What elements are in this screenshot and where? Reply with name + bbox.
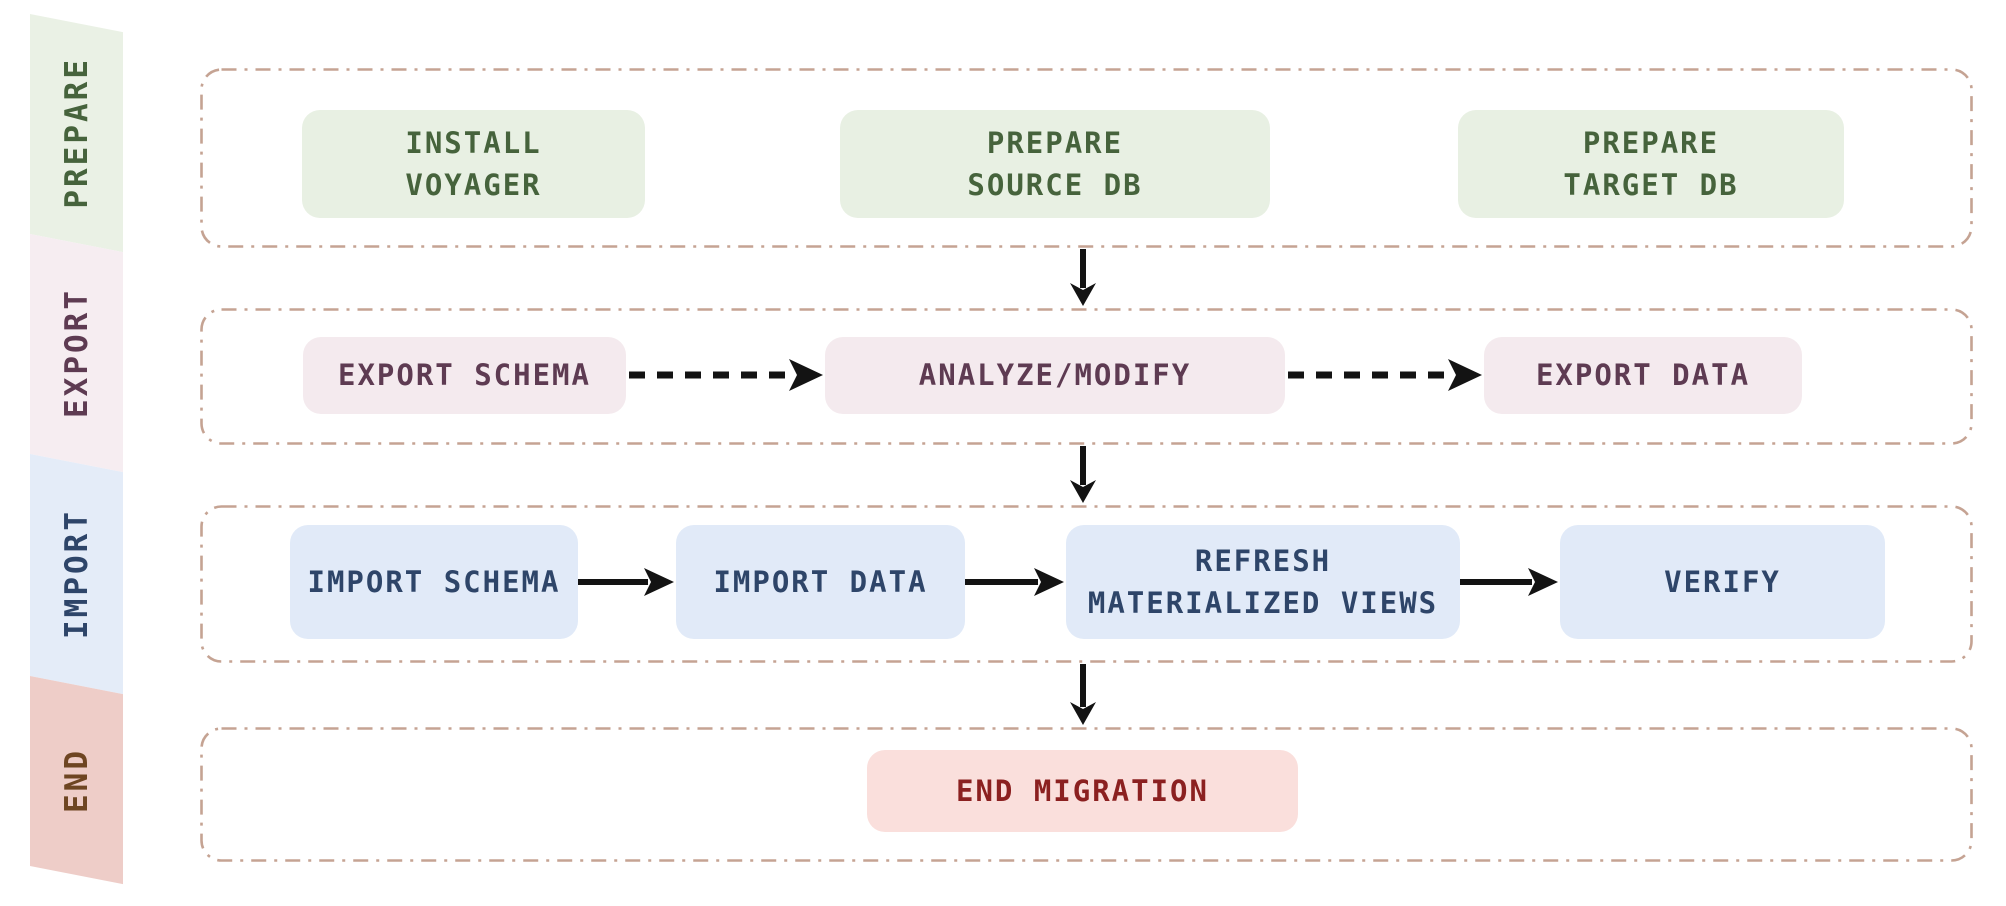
phase-band-export — [30, 234, 123, 473]
step-import-data-label: IMPORT DATA — [713, 564, 928, 599]
phase-section-prepare: INSTALL VOYAGER PREPARE SOURCE DB PREPAR… — [200, 68, 1973, 248]
step-prepare-source-db-label: PREPARE SOURCE DB — [967, 125, 1143, 202]
step-verify: VERIFY — [1560, 525, 1885, 639]
dashed-arrow-analyze-to-export-data — [1288, 359, 1482, 391]
phase-band-import — [30, 454, 123, 695]
step-end-migration-label: END MIGRATION — [956, 773, 1209, 808]
step-import-data: IMPORT DATA — [676, 525, 965, 639]
phase-section-end: END MIGRATION — [200, 727, 1973, 862]
step-install-voyager: INSTALL VOYAGER — [302, 110, 645, 218]
arrow-import-to-end — [1070, 664, 1096, 725]
step-export-schema: EXPORT SCHEMA — [303, 337, 626, 414]
step-verify-label: VERIFY — [1664, 564, 1781, 599]
step-refresh-materialized-views-label: REFRESH MATERIALIZED VIEWS — [1087, 543, 1439, 620]
phase-band-prepare — [30, 14, 123, 253]
arrow-import-data-to-refresh-views — [965, 568, 1064, 596]
step-export-data-label: EXPORT DATA — [1535, 358, 1751, 393]
step-prepare-target-db: PREPARE TARGET DB — [1458, 110, 1844, 218]
step-prepare-target-db-label: PREPARE TARGET DB — [1563, 125, 1739, 202]
step-refresh-materialized-views: REFRESH MATERIALIZED VIEWS — [1066, 525, 1460, 639]
end-section-border — [200, 727, 1973, 862]
step-prepare-source-db: PREPARE SOURCE DB — [840, 110, 1270, 218]
step-analyze-modify: ANALYZE/MODIFY — [825, 337, 1285, 414]
import-section-border — [200, 505, 1973, 663]
step-export-schema-label: EXPORT SCHEMA — [338, 358, 591, 393]
dashed-arrow-export-schema-to-analyze — [629, 359, 823, 391]
arrow-export-to-import — [1070, 446, 1096, 503]
step-export-data: EXPORT DATA — [1484, 337, 1802, 414]
arrow-refresh-views-to-verify — [1460, 568, 1558, 596]
step-import-schema: IMPORT SCHEMA — [290, 525, 578, 639]
phase-band-end — [30, 676, 123, 885]
step-analyze-modify-label: ANALYZE/MODIFY — [918, 358, 1192, 393]
phase-section-import: IMPORT SCHEMA IMPORT DATA REFRESH MATERI… — [200, 505, 1973, 663]
step-install-voyager-label: INSTALL VOYAGER — [405, 125, 542, 202]
arrow-import-schema-to-import-data — [578, 568, 674, 596]
step-end-migration: END MIGRATION — [867, 750, 1298, 832]
arrow-prepare-to-export — [1070, 249, 1096, 306]
export-section-border — [200, 308, 1973, 445]
phase-ribbon — [30, 14, 123, 885]
step-import-schema-label: IMPORT SCHEMA — [307, 564, 561, 599]
phase-section-export: EXPORT SCHEMA ANALYZE/MODIFY EXPORT DATA — [200, 308, 1973, 445]
prepare-section-border — [200, 68, 1973, 248]
